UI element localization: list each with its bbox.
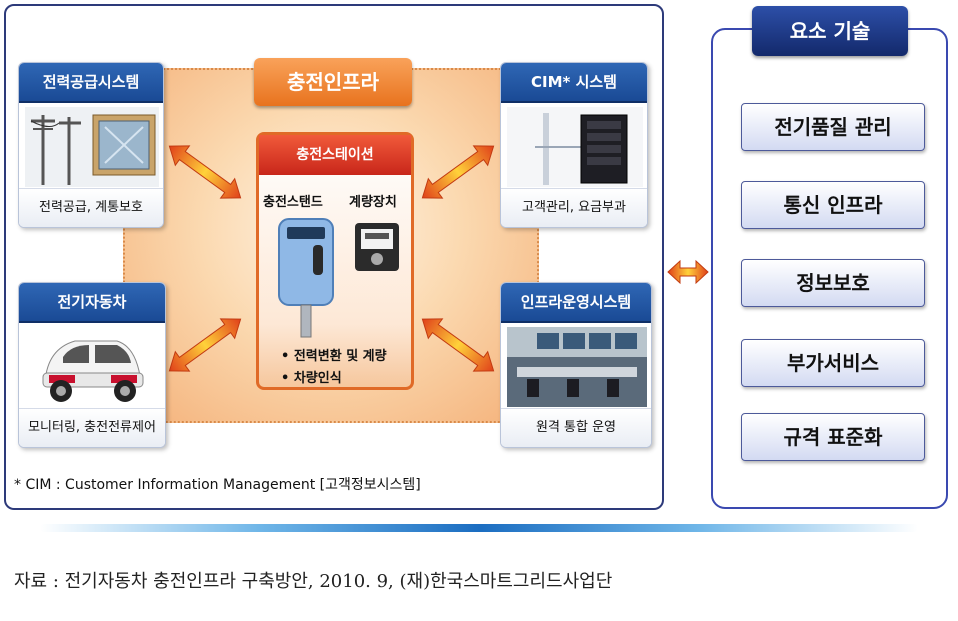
station-bullet-vehicle: • 차량인식 — [281, 371, 342, 386]
infra-operation-card: 인프라운영시스템 원격 통합 운영 — [500, 282, 652, 448]
electric-car-illustration — [25, 327, 161, 407]
charging-station-box: 충전스테이션 충전스탠드 계량장치 • 전력변환 및 계량 • 차량인식 — [256, 132, 414, 390]
arrow-infra-elements — [667, 259, 709, 285]
divider-line — [40, 524, 918, 532]
charging-infra-title: 충전인프라 — [254, 58, 412, 106]
arrow-ops-station — [421, 318, 495, 372]
cim-system-card: CIM* 시스템 고객관리, 요금부과 — [500, 62, 648, 228]
meter-icon — [355, 223, 399, 271]
control-room-illustration — [507, 327, 647, 407]
elem-standardization: 규격 표준화 — [741, 413, 925, 461]
charging-station-title: 충전스테이션 — [259, 135, 411, 175]
power-grid-illustration — [25, 107, 159, 187]
source-caption: 자료 : 전기자동차 충전인프라 구축방안, 2010. 9, (재)한국스마트… — [14, 571, 613, 592]
meter-label: 계량장치 — [349, 195, 397, 210]
arrow-power-station — [168, 145, 242, 199]
charging-stand-label: 충전스탠드 — [263, 195, 323, 210]
cim-system-caption: 고객관리, 요금부과 — [501, 188, 647, 227]
electric-vehicle-caption: 모니터링, 충전전류제어 — [19, 408, 165, 447]
cim-footnote: * CIM : Customer Information Management … — [14, 477, 421, 493]
charging-stand-icon — [278, 218, 334, 338]
infra-operation-title: 인프라운영시스템 — [501, 283, 651, 323]
cim-system-title: CIM* 시스템 — [501, 63, 647, 103]
server-illustration — [507, 107, 643, 187]
infra-operation-caption: 원격 통합 운영 — [501, 408, 651, 447]
power-supply-card: 전력공급시스템 전력공급, 계통보호 — [18, 62, 164, 228]
elem-info-protection: 정보보호 — [741, 259, 925, 307]
electric-vehicle-card: 전기자동차 모니터링, 충전전류제어 — [18, 282, 166, 448]
arrow-ev-station — [168, 318, 242, 372]
elem-power-quality: 전기품질 관리 — [741, 103, 925, 151]
power-supply-caption: 전력공급, 계통보호 — [19, 188, 163, 227]
arrow-cim-station — [421, 145, 495, 199]
element-tech-title: 요소 기술 — [752, 6, 908, 56]
power-supply-title: 전력공급시스템 — [19, 63, 163, 103]
electric-vehicle-title: 전기자동차 — [19, 283, 165, 323]
elem-value-added-service: 부가서비스 — [741, 339, 925, 387]
elem-comm-infra: 통신 인프라 — [741, 181, 925, 229]
station-bullet-power: • 전력변환 및 계량 — [281, 349, 387, 364]
